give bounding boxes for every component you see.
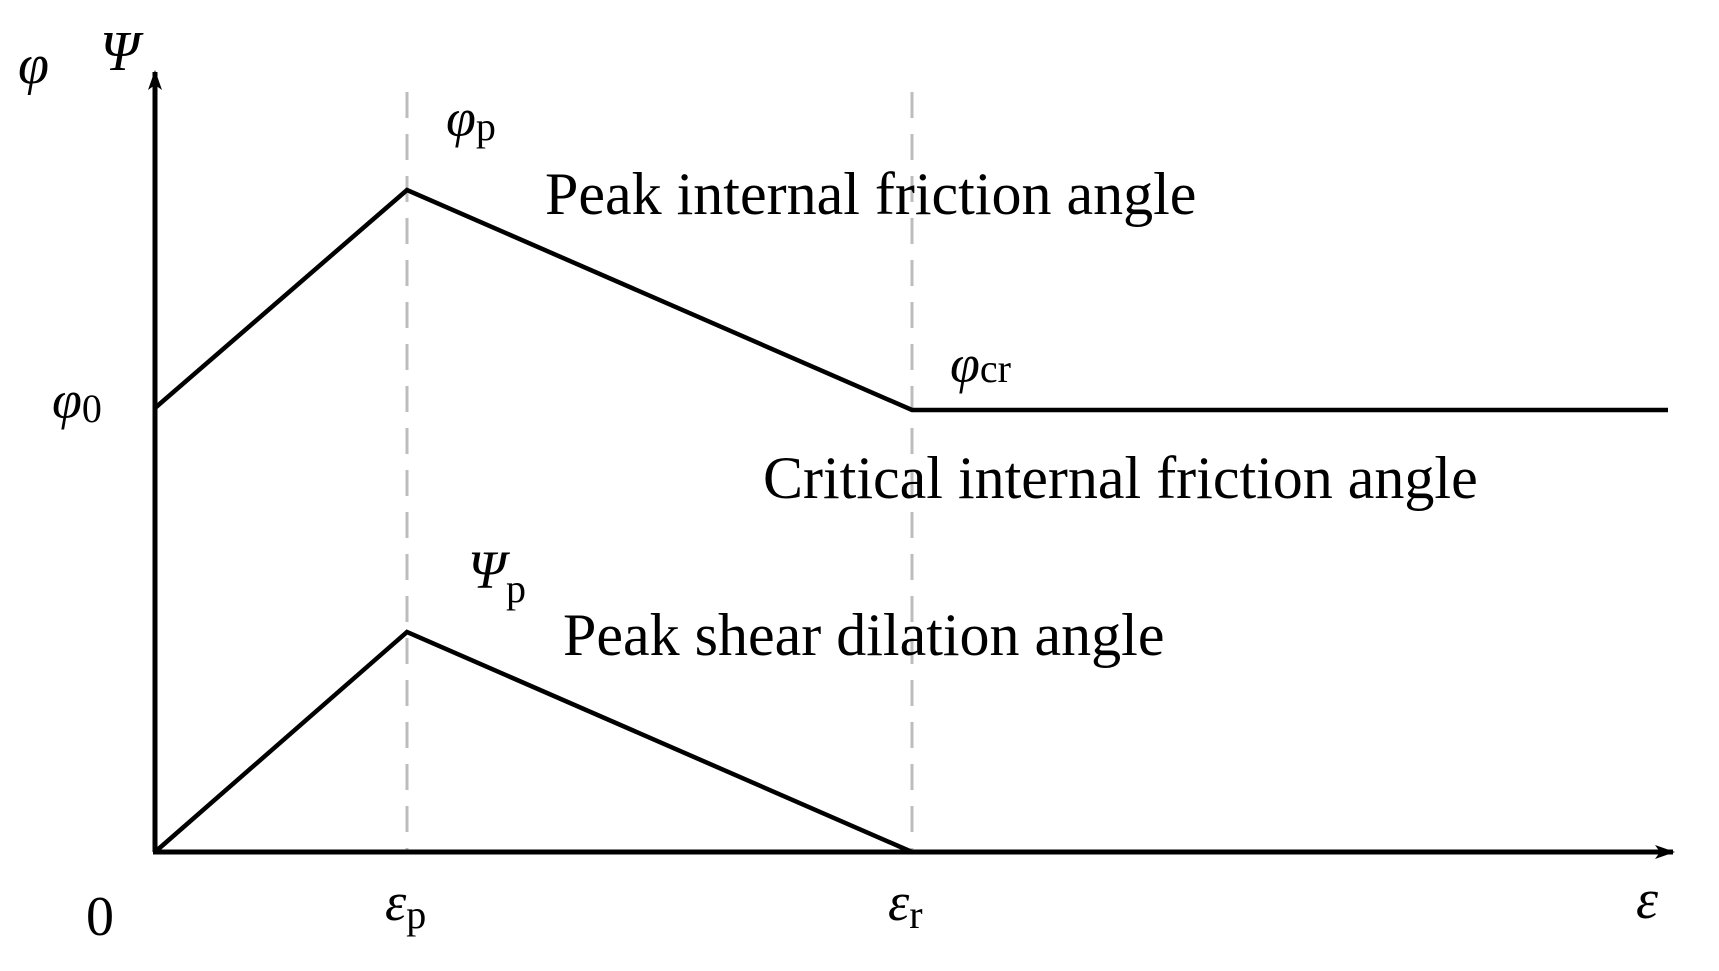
phi-p-label: φp — [446, 88, 496, 149]
friction-angle-curve — [153, 187, 1668, 413]
phi-0-symbol: φ — [52, 370, 82, 430]
eps-p-symbol: ε — [385, 872, 407, 932]
eps-r-symbol: ε — [888, 872, 910, 932]
psi-p-label: Ψp — [468, 540, 526, 611]
y-axis-symbol-psi: Ψ — [100, 21, 144, 83]
peak-friction-caption: Peak internal friction angle — [545, 161, 1196, 227]
psi-p-subscript: p — [506, 566, 526, 611]
phi-cr-symbol: φ — [950, 334, 980, 394]
phi-0-tick-label: φ0 — [52, 370, 102, 431]
dilation-angle-curve — [153, 629, 913, 855]
y-axis-symbol-phi: φ — [18, 34, 49, 96]
eps-p-tick-label: εp — [385, 872, 426, 937]
x-axis-symbol-eps: ε — [1636, 869, 1659, 931]
phi-p-subscript: p — [476, 104, 496, 149]
psi-p-symbol: Ψ — [468, 540, 511, 600]
phi-0-subscript: 0 — [82, 386, 102, 431]
phi-cr-subscript: cr — [980, 346, 1011, 391]
eps-r-tick-label: εr — [888, 872, 923, 937]
eps-p-subscript: p — [406, 892, 426, 937]
peak-dilation-caption: Peak shear dilation angle — [563, 602, 1164, 668]
phi-cr-label: φcr — [950, 334, 1011, 394]
phi-p-symbol: φ — [446, 88, 476, 148]
eps-r-subscript: r — [909, 892, 922, 937]
critical-friction-caption: Critical internal friction angle — [763, 445, 1478, 511]
origin-label: 0 — [86, 886, 114, 948]
